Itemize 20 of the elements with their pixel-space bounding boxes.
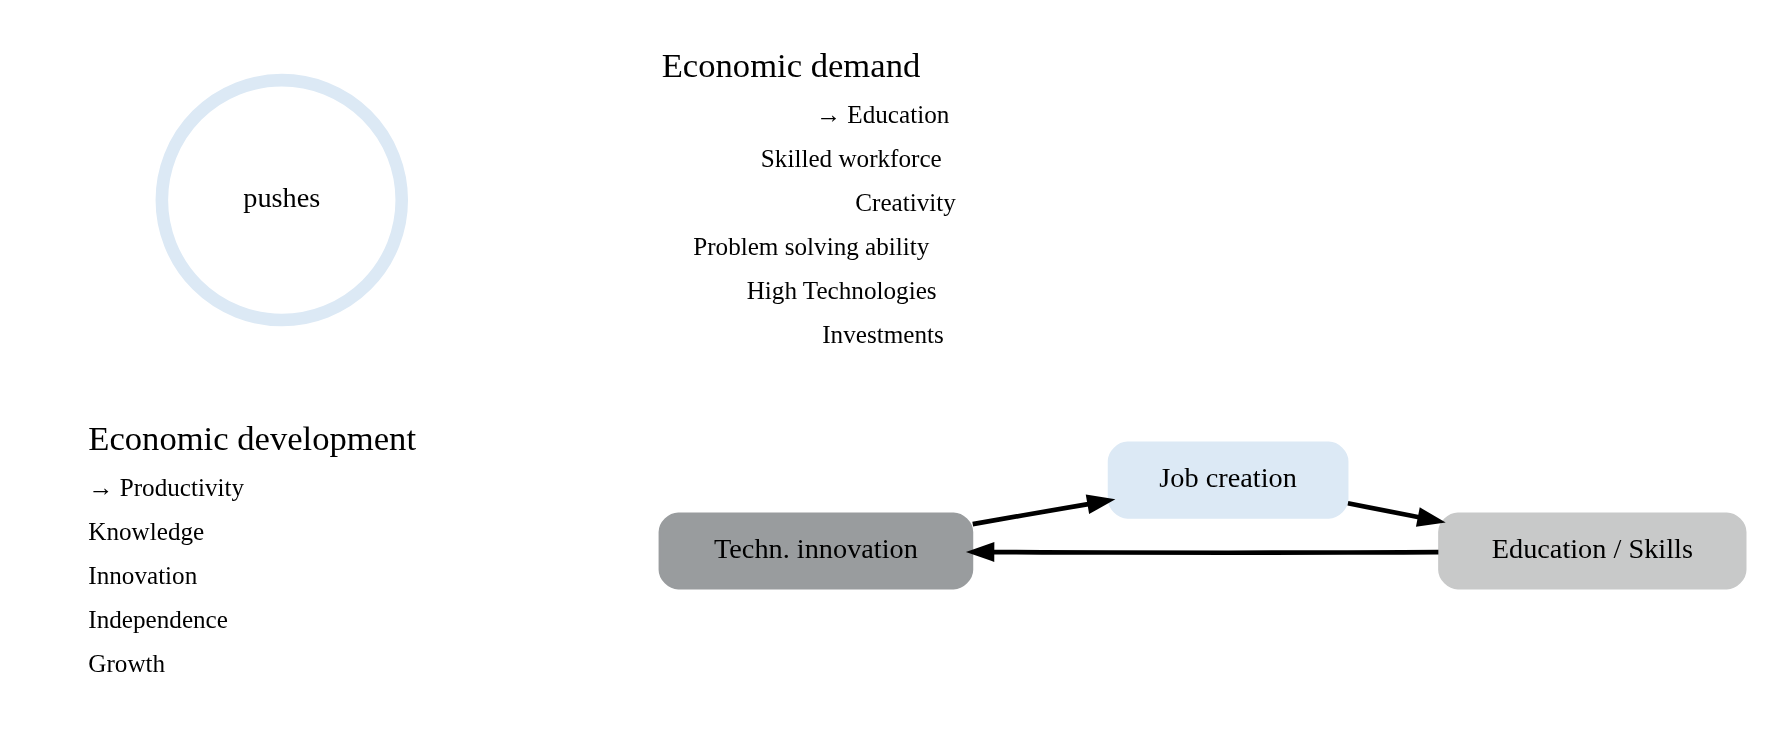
node-circle: pushes	[155, 73, 409, 327]
node-box: Education / Skills	[1438, 512, 1747, 590]
label: High Technologies	[746, 276, 937, 304]
label: Growth	[88, 649, 166, 677]
label: Economic development	[88, 418, 417, 457]
node-box: Techn. innovation	[658, 512, 974, 590]
label: Independence	[88, 605, 228, 633]
label: Innovation	[88, 561, 198, 589]
label: Knowledge	[88, 517, 205, 545]
label: Problem solving ability	[693, 232, 930, 260]
node-box: Job creation	[1107, 441, 1349, 519]
label: → Education	[815, 100, 950, 128]
label: Skilled workforce	[760, 144, 942, 172]
label: → Productivity	[88, 473, 245, 501]
label: Economic demand	[661, 45, 921, 84]
arrow	[972, 494, 1116, 527]
label: Investments	[822, 320, 944, 348]
arrow	[965, 542, 1439, 562]
label: Creativity	[855, 188, 956, 216]
arrow	[1347, 501, 1446, 527]
